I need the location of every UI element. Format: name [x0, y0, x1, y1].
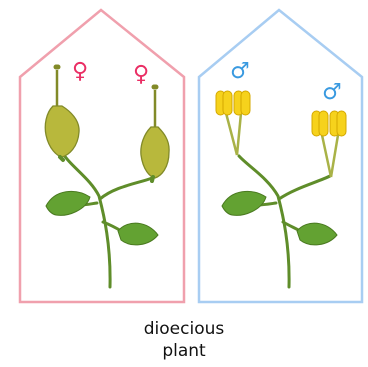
male-stem [239, 156, 330, 287]
male-leaf-right [297, 223, 337, 245]
male-plant-panel: ♂ ♂ [199, 10, 362, 302]
male-leaf-left [222, 191, 266, 215]
stamen-left [216, 91, 250, 155]
female-leaf-left [46, 191, 90, 215]
stamen-right [312, 111, 346, 177]
caption-line-1: dioecious [144, 319, 225, 339]
female-plant-panel: ♀ ♀ [20, 10, 184, 302]
caption-line-2: plant [162, 341, 206, 361]
female-leaf-right [118, 223, 158, 245]
pistil-right [141, 87, 169, 181]
female-stem [62, 152, 152, 287]
female-symbol-icon: ♀ [72, 59, 88, 84]
female-symbol-icon: ♀ [133, 62, 149, 87]
male-house-outline [199, 10, 362, 302]
male-symbol-icon: ♂ [230, 59, 250, 84]
male-symbol-icon: ♂ [322, 80, 342, 105]
